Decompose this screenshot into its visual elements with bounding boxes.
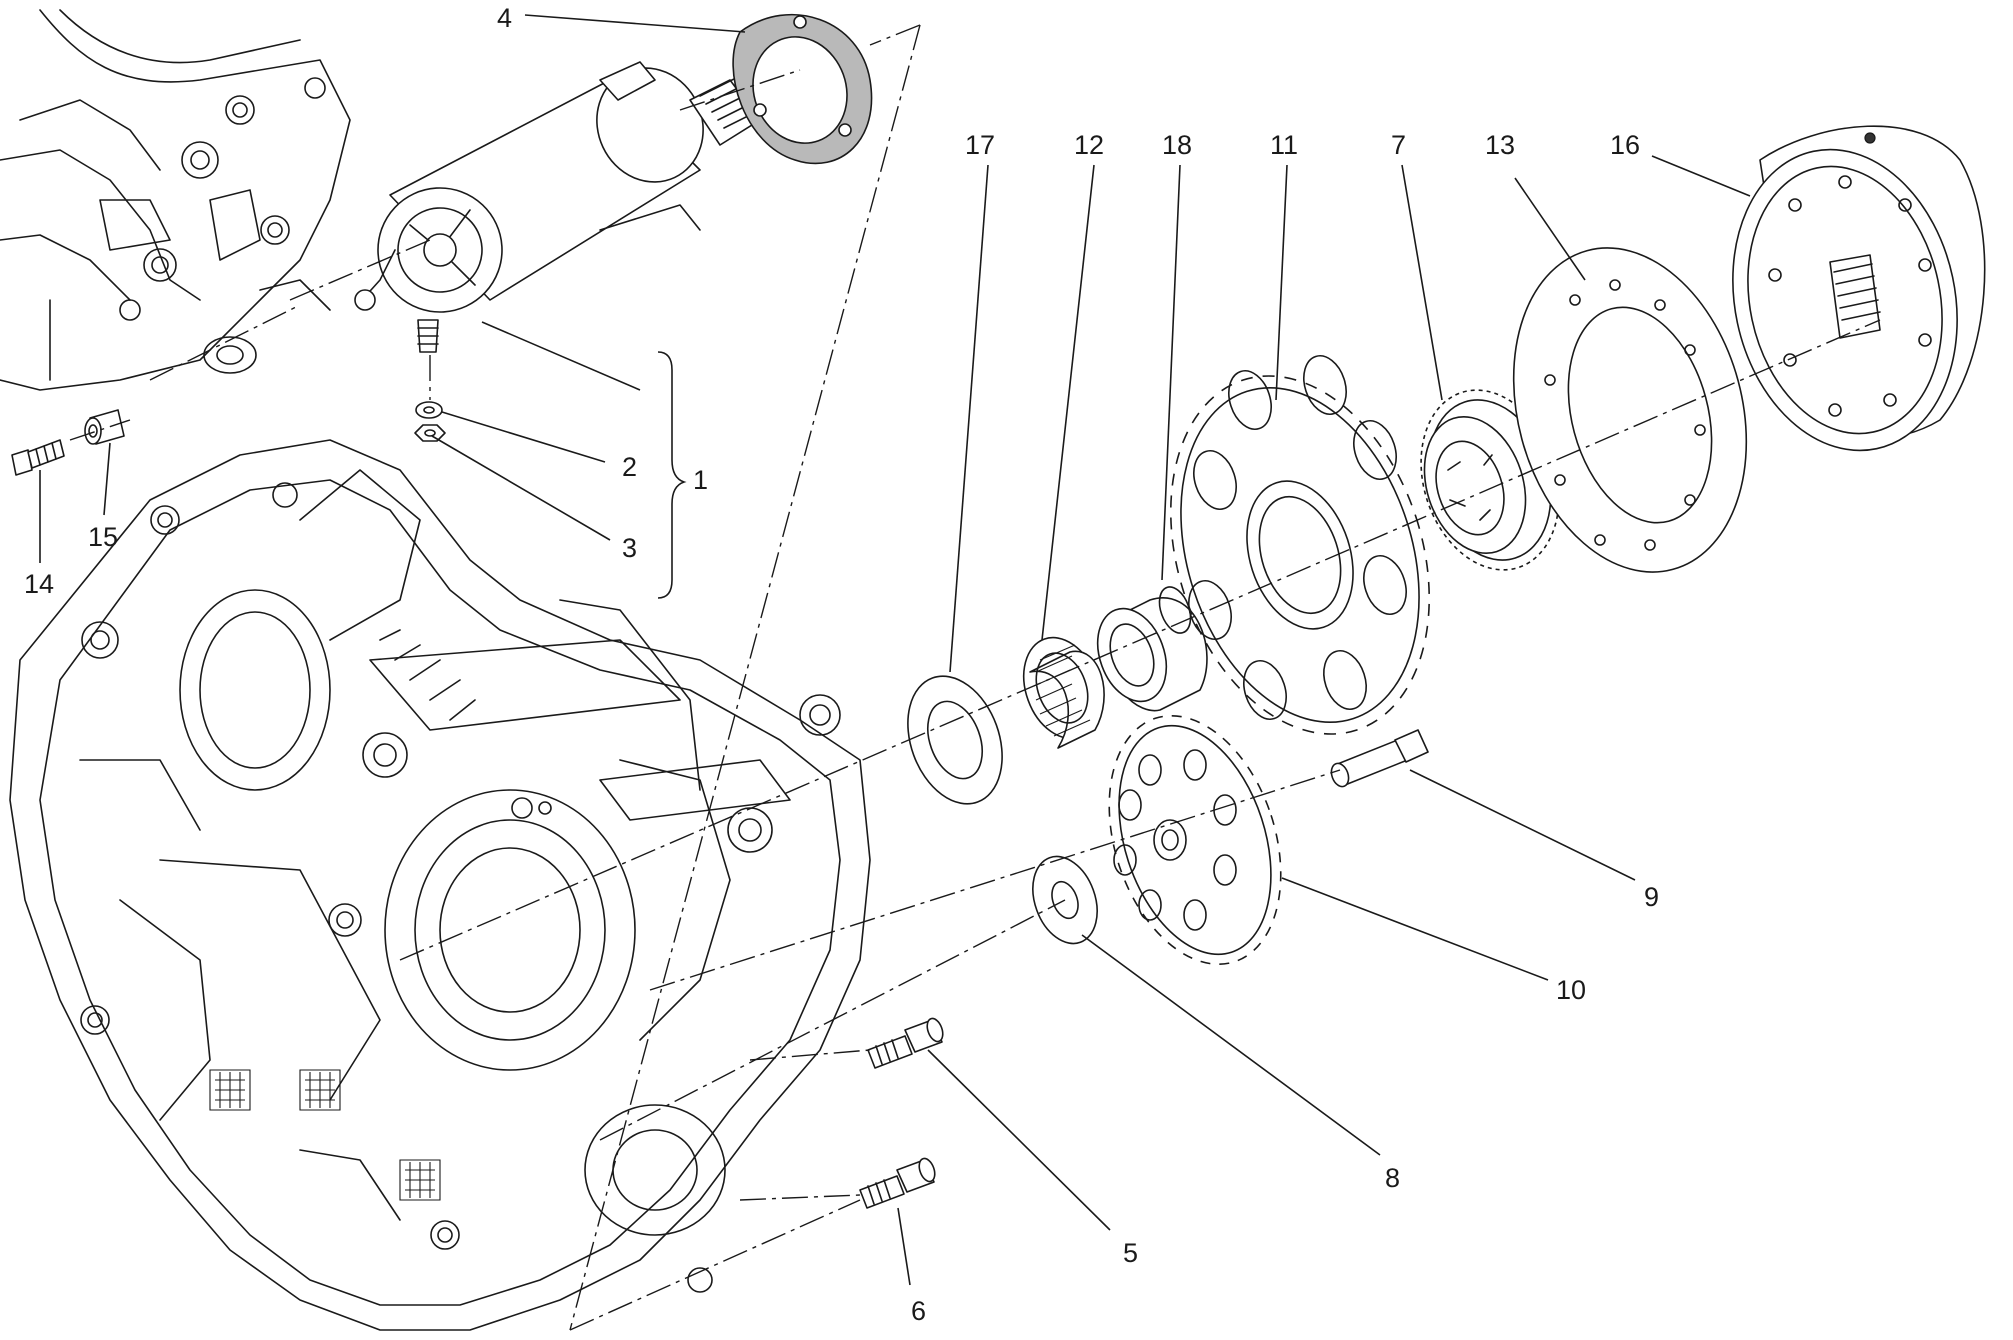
screw-14: [11, 439, 65, 476]
screw-5: [867, 1017, 944, 1069]
assembly-axes: [69, 24, 1881, 1331]
callout-11: 11: [1270, 130, 1298, 160]
flywheel-16: [1732, 125, 1986, 452]
callout-14: 14: [24, 569, 54, 599]
thrust-washer-17: [907, 675, 1003, 805]
callout-4: 4: [497, 3, 512, 33]
callout-10: 10: [1556, 975, 1586, 1005]
gear-shaft-9: [1330, 729, 1429, 788]
spacer-15: [84, 409, 125, 445]
starter-gasket: [732, 13, 873, 165]
screw-6: [859, 1157, 936, 1209]
callout-3: 3: [622, 533, 637, 563]
idler-gear-11: [1169, 355, 1431, 735]
callout-7: 7: [1391, 130, 1406, 160]
starter-terminal-washer: [415, 401, 443, 419]
leader-lines: [39, 14, 1751, 1286]
callout-6: 6: [911, 1296, 926, 1326]
crankcase-upper-fragment: [0, 9, 351, 391]
callout-8: 8: [1385, 1163, 1400, 1193]
callout-13: 13: [1485, 130, 1515, 160]
callout-numbers: 4 1 2 3 14 15 17 12 18 11 7 13 16 9 10 8…: [24, 3, 1659, 1326]
callout-18: 18: [1162, 130, 1192, 160]
crankcase-main: [9, 439, 871, 1331]
freewheel-7: [1420, 389, 1560, 571]
bushing-18: [1096, 586, 1208, 712]
callout-1: 1: [693, 465, 708, 495]
callout-9: 9: [1644, 882, 1659, 912]
callout-12: 12: [1074, 130, 1104, 160]
reduction-gear-10: [1108, 714, 1282, 966]
callout-5: 5: [1123, 1238, 1138, 1268]
ring-plate-13: [1512, 247, 1748, 573]
callout-2: 2: [622, 452, 637, 482]
callout-15: 15: [88, 522, 118, 552]
starter-terminal-nut: [414, 424, 446, 442]
starter-motor: [354, 61, 765, 353]
needle-bearing-12: [1022, 636, 1105, 749]
callout-17: 17: [965, 130, 995, 160]
callout-16: 16: [1610, 130, 1640, 160]
group-brace: [657, 351, 687, 599]
